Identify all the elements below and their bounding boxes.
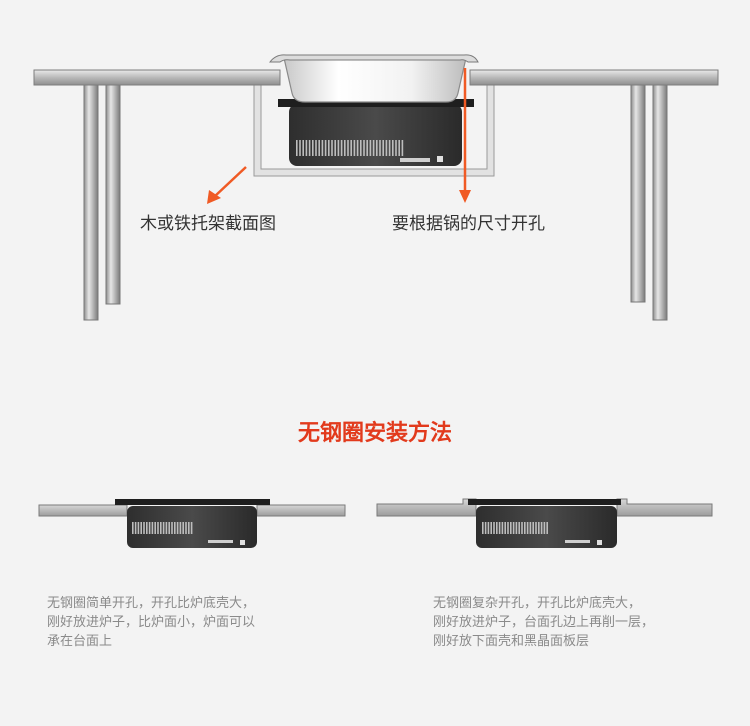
pot-rim [268,54,479,63]
countertop-right [469,69,719,86]
glass-panel [115,499,270,505]
countertop-right [616,498,713,517]
vent-slots [132,522,193,534]
table-leg [652,83,668,321]
glass-panel [278,99,474,107]
method-1-line: 无钢圈简单开孔，开孔比炉底壳大， [47,596,256,611]
method-1-line: 刚好放进炉子，比炉面小，炉面可以 [47,615,256,630]
method-1-diagram [38,499,346,548]
method-2-note: 无钢圈复杂开孔，开孔比炉底壳大， 刚好放进炉子，台面孔边上再削一层， 刚好放下面… [433,594,693,651]
vent-slots [296,140,404,156]
method-1-line: 承在台面上 [47,634,113,649]
table-leg [83,83,99,321]
countertop-left [38,504,128,517]
vent-slots [482,522,548,534]
pot [283,57,467,103]
arrow-to-bracket [207,166,247,204]
bracket-label: 木或铁托架截面图 [140,214,276,234]
control-buttons [400,156,443,162]
method-1-note: 无钢圈简单开孔，开孔比炉底壳大， 刚好放进炉子，比炉面小，炉面可以 承在台面上 [47,594,307,651]
table-diagram [33,54,719,321]
method-2-line: 刚好放进炉子，台面孔边上再削一层， [433,615,655,630]
glass-panel [468,499,621,505]
table-leg [630,83,646,303]
method-2-line: 无钢圈复杂开孔，开孔比炉底壳大， [433,596,642,611]
section-title: 无钢圈安装方法 [297,421,452,446]
countertop-right [256,504,346,517]
method-2-line: 刚好放下面壳和黑晶面板层 [433,634,590,649]
method-2-diagram [376,498,713,548]
stove-body [289,104,462,166]
arrow-hole-size [459,68,471,203]
table-leg [105,83,121,305]
countertop-left [33,69,281,86]
countertop-left [376,498,477,517]
hole-size-label: 要根据锅的尺寸开孔 [392,214,545,234]
